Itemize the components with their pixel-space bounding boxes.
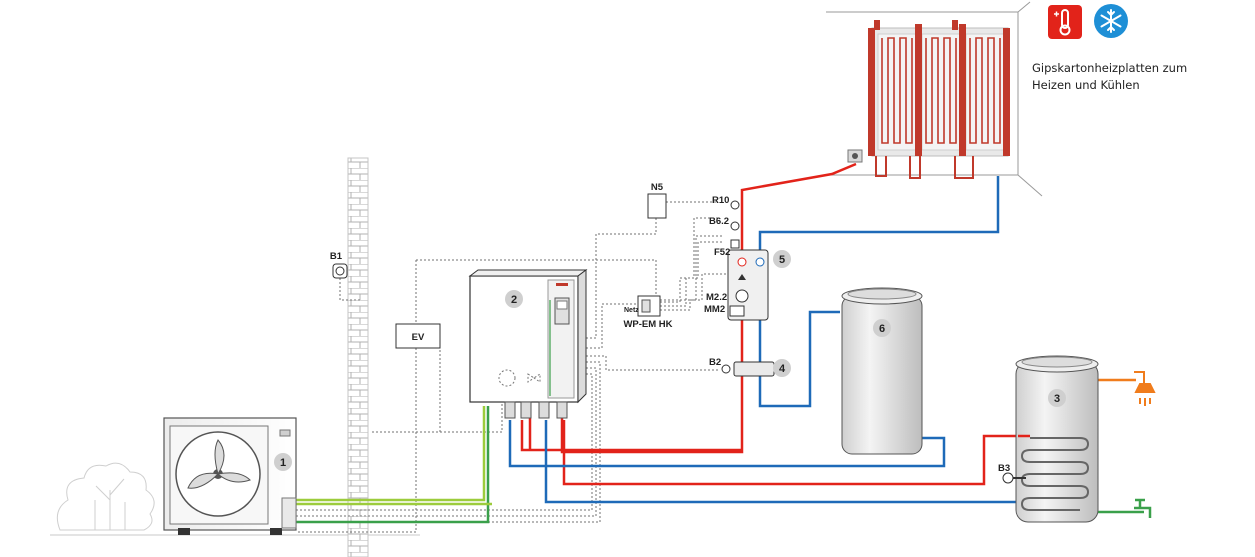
badge-bg-1 [274,453,292,471]
hydraulic-station [727,249,769,321]
badge-dhw-tank: 3 [1054,393,1060,405]
badge-bg-6 [873,319,891,337]
label-b62: B6.2 [709,216,729,227]
badge-indoor-unit: 2 [511,294,517,306]
hydraulic-pipes [280,162,1144,524]
dhw-tank [1002,355,1099,523]
label-ev: EV [412,332,425,343]
label-f52: F52 [714,247,730,258]
label-b1: B1 [330,251,343,262]
heating-icon [1048,5,1082,39]
badge-buffer-tank: 6 [879,323,885,335]
label-m22: M2.2 [706,292,727,303]
ev-box [395,323,441,349]
badge-bg-4 [773,359,791,377]
room-corner [826,1,1043,197]
distributor [721,361,775,377]
label-b2: B2 [709,357,721,368]
water-tap-icon [1134,498,1152,518]
wall-heating-panels [847,20,1010,179]
outdoor-sensor [332,263,348,279]
room-unit [647,193,667,219]
badge-bg-5 [773,250,791,268]
caption-line-2: Heizen und Kühlen [1032,78,1140,92]
label-mm2: MM2 [704,304,725,315]
badge-bg-2 [505,290,523,308]
badge-outdoor-unit: 1 [280,457,286,469]
buffer-tank [841,287,923,455]
label-netz: Netz [624,307,639,314]
caption-line-1: Gipskartonheizplatten zum [1032,61,1188,75]
shower-icon [1134,371,1156,406]
pipe-sensors [730,200,740,249]
label-b3: B3 [998,463,1010,474]
badge-bg-3 [1048,389,1066,407]
badge-distributor: 4 [779,363,786,375]
outdoor-unit [163,417,297,535]
indoor-unit [468,269,588,419]
label-r10: R10 [712,195,729,206]
cooling-icon [1094,4,1128,38]
badge-hydraulic-station: 5 [779,254,785,266]
extension-module [637,295,661,317]
panel-caption: Gipskartonheizplatten zum Heizen und Küh… [1032,60,1187,94]
shrub-illustration [56,462,155,531]
label-wp-em-hk: WP-EM HK [623,319,672,330]
label-n5: N5 [651,182,664,193]
control-wiring [296,201,728,533]
brick-wall [347,157,369,557]
